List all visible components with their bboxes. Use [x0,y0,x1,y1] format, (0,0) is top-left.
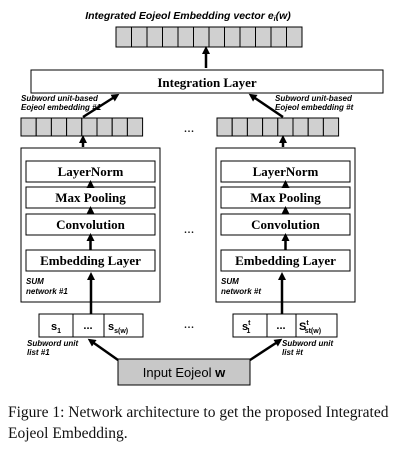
network-label-right-1: SUM [221,277,239,286]
middle-ellipsis: ... [184,222,195,237]
integration-layer-box [30,69,384,94]
embedding-cell-right [307,117,324,137]
network-label-left-1: SUM [26,277,44,286]
embedding-label-right-1: Subword unit-based [275,94,353,103]
network-label-right-2: network #t [221,287,261,296]
embedding-label-left-1: Subword unit-based [21,94,99,103]
output-vector-cell [146,26,163,48]
output-vector-cell [239,26,256,48]
output-vector [115,26,303,48]
subword-first-left: s1 [51,321,61,335]
layer-label-right-1: LayerNorm [253,164,319,179]
figure-caption: Figure 1: Network architecture to get th… [8,404,389,442]
embedding-cell-left [96,117,113,137]
embedding-label-left-2: Eojeol embedding #1 [21,103,102,112]
embedding-cell-left [126,117,144,137]
output-vector-cell [177,26,194,48]
embedding-vector-left [20,117,144,137]
embedding-cell-left [111,117,128,137]
output-vector-cell [270,26,287,48]
layer-label-left-4: Embedding Layer [40,253,141,268]
embedding-cell-right [277,117,294,137]
output-vector-cell [131,26,148,48]
layer-label-right-3: Convolution [251,217,320,232]
subword-list-left: s1 ... ss(w) [38,313,144,338]
list-label-right-1: Subword unit [282,339,333,348]
embedding-cell-right [216,117,233,137]
network-label-left-2: network #1 [26,287,68,296]
subword-last-left: ss(w) [108,321,128,335]
embedding-cell-right [246,117,264,137]
embedding-cell-right [231,117,248,137]
layer-label-left-1: LayerNorm [58,164,124,179]
architecture-diagram: Integrated Eojeol Embedding vector ei(w)… [20,10,384,386]
embedding-cell-left [66,117,83,137]
embedding-cell-right [262,117,279,137]
output-vector-title: Integrated Eojeol Embedding vector ei(w) [85,10,291,23]
output-vector-cell [193,26,210,48]
integration-layer-label: Integration Layer [157,75,257,90]
embedding-cell-left [81,117,98,137]
output-vector-cell [255,26,272,48]
layer-label-right-2: Max Pooling [250,190,321,205]
embedding-cell-left [50,117,68,137]
list-label-right-2: list #t [282,348,303,357]
embedding-vector-right [216,117,340,137]
output-vector-cell [224,26,241,48]
embedding-cell-right [322,117,340,137]
embedding-ellipsis: ... [184,121,195,136]
embedding-cell-left [20,117,37,137]
embedding-cell-left [35,117,52,137]
layer-label-right-4: Embedding Layer [235,253,336,268]
layer-label-left-2: Max Pooling [55,190,126,205]
layer-label-left-3: Convolution [56,217,125,232]
subword-dots-right: ... [276,320,285,332]
output-vector-cell [208,26,225,48]
input-eojeol-label: Input Eojeol w [143,365,226,380]
output-vector-cell [115,26,132,48]
list-label-left-2: list #1 [27,348,50,357]
list-ellipsis: ... [184,317,195,332]
embedding-cell-right [292,117,309,137]
output-vector-cell [286,26,303,48]
input-eojeol-box [117,358,251,386]
subword-dots-left: ... [83,320,92,332]
output-vector-cell [162,26,179,48]
list-label-left-1: Subword unit [27,339,78,348]
embedding-label-right-2: Eojeol embedding #t [275,103,354,112]
